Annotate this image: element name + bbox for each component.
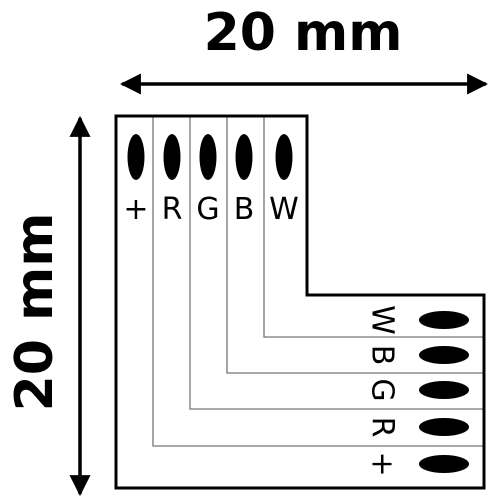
board-outline [114,114,486,490]
right-pin-label: + [365,451,400,476]
right-pin-label: B [365,345,400,366]
width-dimension-label: 20 mm [204,3,403,63]
solder-pad-icon [419,418,469,436]
top-pin-label: B [234,192,255,227]
solder-pad-icon [275,134,293,180]
trace-line [226,116,484,374]
trace-lines [152,116,484,447]
right-pin-label: G [365,378,400,401]
solder-pad-icon [419,346,469,364]
right-pin-label: R [365,417,400,438]
solder-pad-icon [419,455,469,473]
solder-pad-icon [127,134,145,180]
right-pin-label: W [365,305,400,335]
trace-line [263,116,484,338]
solder-pad-icon [199,134,217,180]
trace-line [152,116,484,447]
top-pin-label: G [196,192,219,227]
solder-pad-icon [235,134,253,180]
solder-pad-icon [419,381,469,399]
top-pin-label: R [162,192,183,227]
trace-line [189,116,484,410]
top-pin-label: + [123,192,148,227]
top-pin-label: W [269,192,299,227]
height-dimension-label: 20 mm [5,213,65,412]
solder-pad-icon [419,311,469,329]
solder-pad-icon [163,134,181,180]
